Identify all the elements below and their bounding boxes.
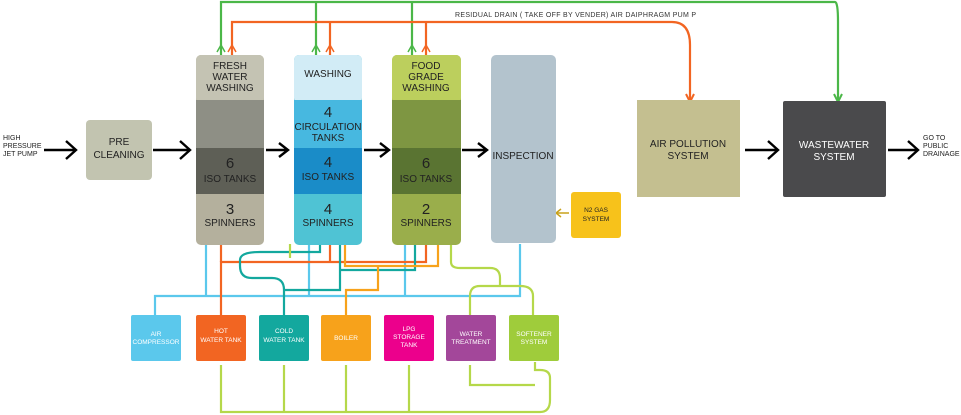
utility-water-treatment: WATER TREATMENT <box>446 315 496 361</box>
svg-text:SPINNERS: SPINNERS <box>204 218 255 229</box>
svg-text:ISO TANKS: ISO TANKS <box>400 174 453 185</box>
utility-cold-water-tank: COLD WATER TANK <box>259 315 309 361</box>
svg-text:LPG: LPG <box>402 326 415 333</box>
svg-text:TREATMENT: TREATMENT <box>451 339 490 346</box>
svg-text:SYSTEM: SYSTEM <box>521 339 548 346</box>
utility-boiler: BOILER <box>321 315 371 361</box>
residual-drain-note: RESIDUAL DRAIN ( TAKE OFF BY VENDER) AIR… <box>455 12 696 19</box>
svg-text:TANK: TANK <box>401 342 419 349</box>
utility-lpg-storage-tank: LPG STORAGE TANK <box>384 315 434 361</box>
flow-arrows <box>44 140 920 218</box>
svg-text:FRESH: FRESH <box>213 61 247 72</box>
input-label: HIGH PRESSURE JET PUMP <box>3 135 43 158</box>
svg-text:SYSTEM: SYSTEM <box>583 216 610 223</box>
n2-gas-system-box: N2 GAS SYSTEM <box>571 192 621 238</box>
svg-text:6: 6 <box>422 155 430 172</box>
svg-text:N2 GAS: N2 GAS <box>584 207 609 214</box>
svg-text:COLD: COLD <box>275 328 293 335</box>
svg-text:ISO TANKS: ISO TANKS <box>204 174 257 185</box>
residual-drain-lines <box>216 0 843 105</box>
air-pollution-system-box: AIR POLLUTION SYSTEM <box>637 100 740 197</box>
green-drain-to-wastewater <box>219 0 840 100</box>
svg-text:6: 6 <box>226 155 234 172</box>
svg-text:WATER TANK: WATER TANK <box>200 337 242 344</box>
utility-softener-system: SOFTENER SYSTEM <box>509 315 559 361</box>
svg-text:WASHING: WASHING <box>402 83 450 94</box>
svg-text:COMPRESSOR: COMPRESSOR <box>133 339 180 346</box>
svg-text:CIRCULATION: CIRCULATION <box>294 122 361 133</box>
svg-text:BOILER: BOILER <box>334 335 358 342</box>
food-grade-washing-column: FOOD GRADE WASHING 6 ISO TANKS 2 SPINNER… <box>392 55 461 245</box>
svg-text:SOFTENER: SOFTENER <box>516 331 552 338</box>
svg-text:AIR: AIR <box>151 331 162 338</box>
svg-text:SYSTEM: SYSTEM <box>813 152 854 163</box>
inspection-box: INSPECTION <box>491 55 556 243</box>
svg-text:4: 4 <box>324 154 332 171</box>
utility-hot-water-tank: HOT WATER TANK <box>196 315 246 361</box>
svg-text:WASTEWATER: WASTEWATER <box>799 140 869 151</box>
svg-text:WATER: WATER <box>460 331 483 338</box>
svg-text:INSPECTION: INSPECTION <box>492 151 553 162</box>
fresh-water-washing-column: FRESH WATER WASHING 6 ISO TANKS 3 SPINNE… <box>196 55 264 245</box>
svg-text:WASHING: WASHING <box>304 69 352 80</box>
svg-text:PRE: PRE <box>109 137 130 148</box>
washing-column: WASHING 4 CIRCULATION TANKS 4 ISO TANKS … <box>294 55 362 245</box>
svg-text:4: 4 <box>324 104 332 121</box>
utility-air-compressor: AIR COMPRESSOR <box>131 315 181 361</box>
svg-text:HOT: HOT <box>214 328 228 335</box>
svg-text:CLEANING: CLEANING <box>93 150 144 161</box>
svg-text:FOOD: FOOD <box>412 61 441 72</box>
svg-text:SPINNERS: SPINNERS <box>400 218 451 229</box>
svg-text:4: 4 <box>324 201 332 218</box>
svg-text:GRADE: GRADE <box>408 72 444 83</box>
svg-text:STORAGE: STORAGE <box>393 334 425 341</box>
svg-text:AIR POLLUTION: AIR POLLUTION <box>650 139 726 150</box>
svg-text:TANKS: TANKS <box>312 133 345 144</box>
svg-text:ISO TANKS: ISO TANKS <box>302 172 355 183</box>
svg-text:WATER: WATER <box>213 72 248 83</box>
pre-cleaning-box: PRE CLEANING <box>86 120 152 180</box>
svg-text:2: 2 <box>422 201 430 218</box>
utility-supply-lines <box>153 244 552 414</box>
svg-text:SPINNERS: SPINNERS <box>302 218 353 229</box>
svg-text:SYSTEM: SYSTEM <box>667 151 708 162</box>
orange-drain-to-air-pollution <box>230 20 692 100</box>
svg-text:WASHING: WASHING <box>206 83 254 94</box>
svg-text:3: 3 <box>226 201 234 218</box>
svg-text:WATER TANK: WATER TANK <box>263 337 305 344</box>
output-label: GO TO PUBLIC DRAINAGE <box>923 135 960 158</box>
wastewater-system-box: WASTEWATER SYSTEM <box>783 101 886 197</box>
